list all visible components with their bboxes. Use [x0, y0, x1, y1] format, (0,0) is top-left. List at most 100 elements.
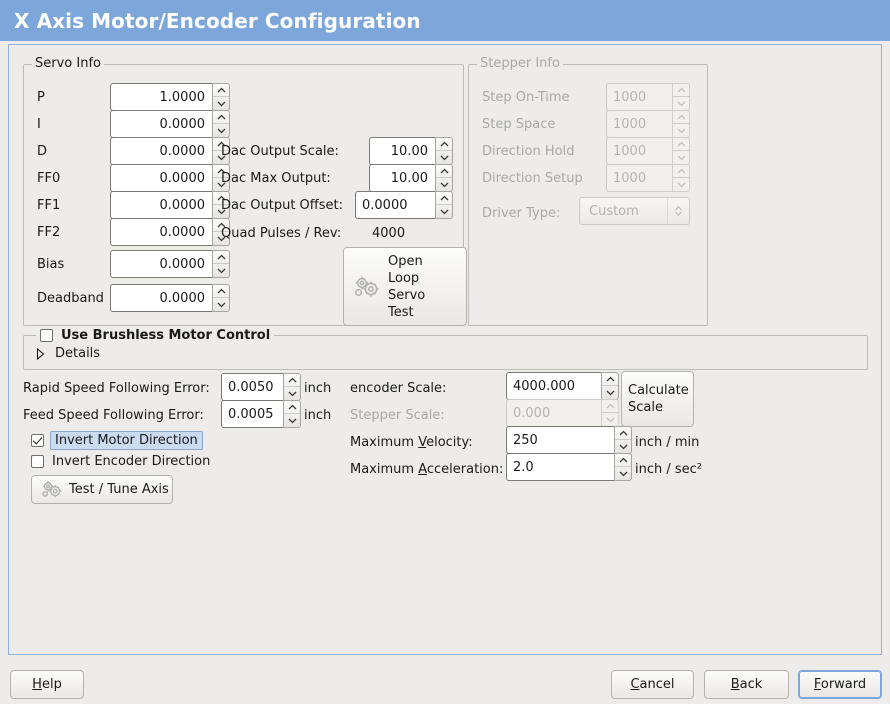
open-loop-line-3: Servo — [388, 287, 426, 303]
dac-output-offset-buttons[interactable] — [435, 191, 453, 219]
spin-up-icon[interactable] — [213, 219, 229, 232]
dac-max-output-spin[interactable]: 10.00 — [369, 164, 453, 192]
dac-output-offset-value[interactable]: 0.0000 — [355, 191, 435, 219]
servo-spin-ff1-value[interactable]: 0.0000 — [110, 191, 212, 219]
maximum-acceleration-value[interactable]: 2.0 — [506, 453, 614, 481]
chevron-right-icon[interactable] — [34, 347, 46, 361]
dac-output-scale-buttons[interactable] — [435, 137, 453, 165]
rapid-following-error-buttons[interactable] — [283, 373, 301, 401]
servo-spin-bias[interactable]: 0.0000 — [110, 250, 230, 278]
rapid-following-error-spin[interactable]: 0.0050 — [221, 373, 301, 401]
dac-max-output-buttons[interactable] — [435, 164, 453, 192]
details-disclosure[interactable]: Details — [34, 346, 100, 361]
spin-up-icon[interactable] — [615, 454, 631, 467]
cancel-button[interactable]: Cancel — [611, 670, 694, 699]
direction-setup-spin: 1000 — [606, 164, 690, 192]
spin-up-icon[interactable] — [213, 251, 229, 264]
spin-down-icon[interactable] — [213, 178, 229, 191]
servo-spin-p[interactable]: 1.0000 — [110, 83, 230, 111]
checkbox-box[interactable] — [31, 455, 44, 468]
spin-up-icon[interactable] — [284, 401, 300, 414]
servo-spin-i[interactable]: 0.0000 — [110, 110, 230, 138]
servo-spin-bias-value[interactable]: 0.0000 — [110, 250, 212, 278]
invert-encoder-direction-label: Invert Encoder Direction — [52, 454, 211, 469]
back-button-label: Back — [731, 677, 763, 692]
encoder-scale-buttons[interactable] — [601, 372, 619, 400]
spin-up-icon[interactable] — [602, 373, 618, 386]
feed-following-error-buttons[interactable] — [283, 400, 301, 428]
dac-output-offset-spin[interactable]: 0.0000 — [355, 191, 453, 219]
maximum-acceleration-spin[interactable]: 2.0 — [506, 453, 632, 481]
spin-down-icon[interactable] — [213, 232, 229, 245]
servo-spin-p-buttons[interactable] — [212, 83, 230, 111]
spin-down-icon[interactable] — [213, 151, 229, 164]
use-brushless-motor-control-checkbox[interactable]: Use Brushless Motor Control — [36, 327, 275, 343]
feed-following-error-value[interactable]: 0.0005 — [221, 400, 283, 428]
servo-spin-ff2-buttons[interactable] — [212, 218, 230, 246]
spin-up-icon[interactable] — [213, 111, 229, 124]
spin-up-icon[interactable] — [284, 374, 300, 387]
servo-spin-p-value[interactable]: 1.0000 — [110, 83, 212, 111]
servo-spin-ff1[interactable]: 0.0000 — [110, 191, 230, 219]
spin-down-icon[interactable] — [436, 178, 452, 191]
spin-up-icon[interactable] — [213, 192, 229, 205]
dac-output-scale-value[interactable]: 10.00 — [369, 137, 435, 165]
help-button[interactable]: Help — [10, 670, 84, 699]
servo-spin-bias-buttons[interactable] — [212, 250, 230, 278]
servo-spin-d-buttons[interactable] — [212, 137, 230, 165]
encoder-scale-spin[interactable]: 4000.000 — [506, 372, 619, 400]
invert-encoder-direction-checkbox[interactable]: Invert Encoder Direction — [31, 454, 210, 469]
spin-down-icon[interactable] — [284, 387, 300, 400]
spin-down-icon[interactable] — [602, 386, 618, 399]
spin-up-icon[interactable] — [436, 138, 452, 151]
forward-button[interactable]: Forward — [798, 670, 882, 699]
open-loop-servo-test-button[interactable]: Open Loop Servo Test — [343, 247, 467, 326]
spin-up-icon[interactable] — [213, 84, 229, 97]
servo-spin-ff0-value[interactable]: 0.0000 — [110, 164, 212, 192]
test-tune-axis-button[interactable]: Test / Tune Axis — [31, 475, 173, 504]
servo-spin-d[interactable]: 0.0000 — [110, 137, 230, 165]
maximum-acceleration-buttons[interactable] — [614, 453, 632, 481]
dac-output-scale-spin[interactable]: 10.00 — [369, 137, 453, 165]
spin-up-icon[interactable] — [213, 285, 229, 298]
spin-down-icon[interactable] — [615, 467, 631, 480]
servo-spin-i-value[interactable]: 0.0000 — [110, 110, 212, 138]
spin-up-icon[interactable] — [436, 165, 452, 178]
servo-spin-ff2[interactable]: 0.0000 — [110, 218, 230, 246]
servo-spin-deadband[interactable]: 0.0000 — [110, 284, 230, 312]
maximum-velocity-buttons[interactable] — [614, 426, 632, 454]
back-mnemonic: B — [730, 677, 740, 692]
invert-motor-direction-checkbox[interactable]: Invert Motor Direction — [31, 431, 203, 450]
rapid-following-error-value[interactable]: 0.0050 — [221, 373, 283, 401]
spin-down-icon[interactable] — [213, 298, 229, 311]
maximum-velocity-value[interactable]: 250 — [506, 426, 614, 454]
spin-down-icon[interactable] — [436, 151, 452, 164]
servo-spin-ff2-value[interactable]: 0.0000 — [110, 218, 212, 246]
spin-up-icon[interactable] — [213, 165, 229, 178]
maximum-velocity-spin[interactable]: 250 — [506, 426, 632, 454]
spin-down-icon[interactable] — [213, 97, 229, 110]
servo-spin-deadband-buttons[interactable] — [212, 284, 230, 312]
spin-down-icon[interactable] — [213, 264, 229, 277]
feed-following-error-spin[interactable]: 0.0005 — [221, 400, 301, 428]
spin-down-icon[interactable] — [284, 414, 300, 427]
servo-spin-d-value[interactable]: 0.0000 — [110, 137, 212, 165]
spin-down-icon[interactable] — [615, 440, 631, 453]
spin-down-icon[interactable] — [213, 205, 229, 218]
back-button[interactable]: Back — [704, 670, 789, 699]
spin-down-icon[interactable] — [436, 205, 452, 218]
spin-up-icon[interactable] — [213, 138, 229, 151]
checkbox-box[interactable] — [31, 434, 44, 447]
spin-up-icon[interactable] — [615, 427, 631, 440]
checkbox-box[interactable] — [40, 328, 53, 342]
servo-spin-ff0[interactable]: 0.0000 — [110, 164, 230, 192]
servo-spin-i-buttons[interactable] — [212, 110, 230, 138]
servo-spin-ff1-buttons[interactable] — [212, 191, 230, 219]
dac-max-output-value[interactable]: 10.00 — [369, 164, 435, 192]
spin-down-icon[interactable] — [213, 124, 229, 137]
servo-spin-deadband-value[interactable]: 0.0000 — [110, 284, 212, 312]
spin-up-icon — [673, 111, 689, 124]
encoder-scale-value[interactable]: 4000.000 — [506, 372, 601, 400]
calculate-scale-button[interactable]: Calculate Scale — [621, 371, 694, 427]
spin-up-icon[interactable] — [436, 192, 452, 205]
